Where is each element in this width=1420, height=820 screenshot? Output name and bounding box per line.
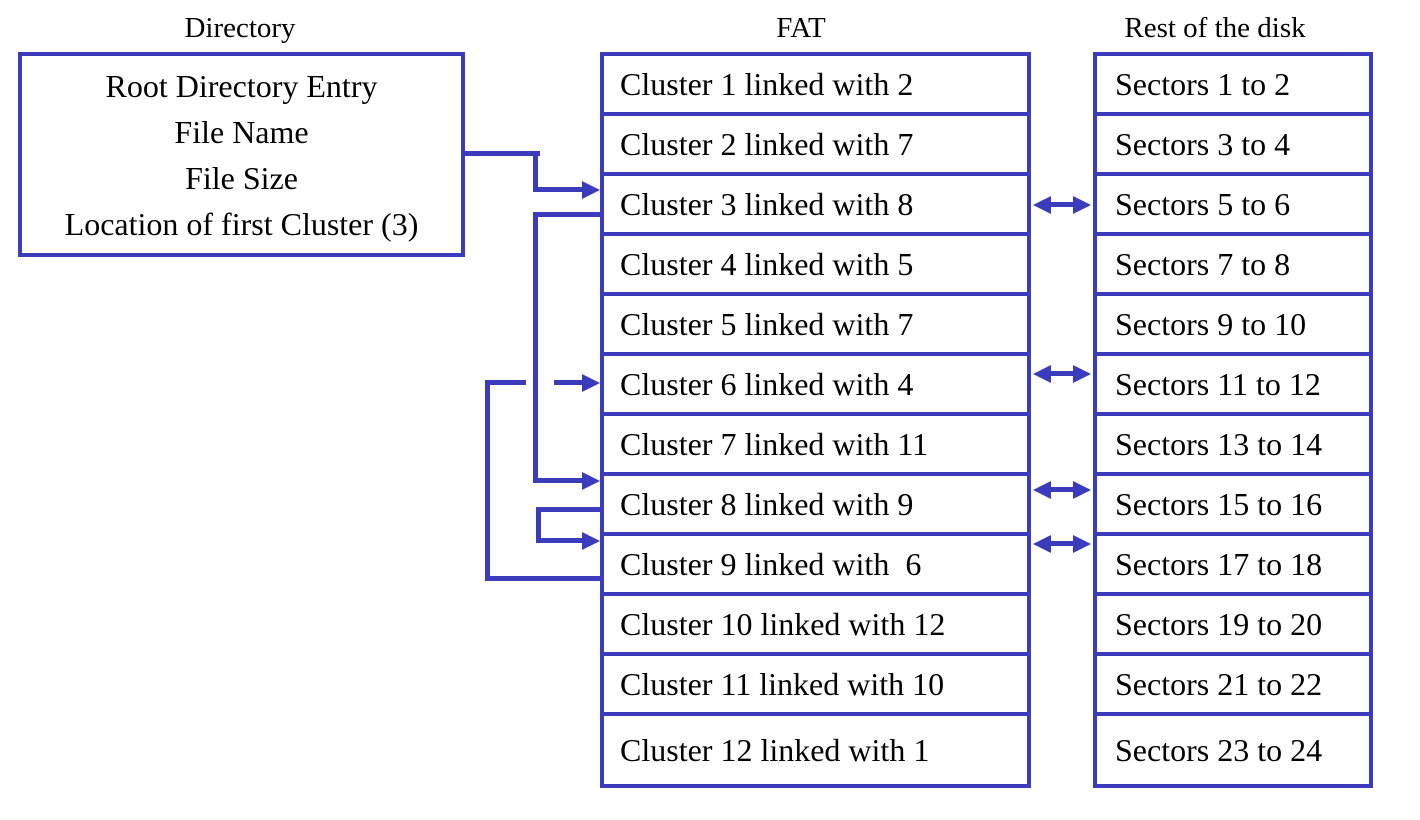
sector-row: Sectors 9 to 10: [1097, 296, 1369, 356]
sector-row: Sectors 23 to 24: [1097, 716, 1369, 784]
sector-row: Sectors 7 to 8: [1097, 236, 1369, 296]
connector-cluster8-to-cluster9-h2: [536, 538, 582, 543]
directory-entry-line: File Name: [174, 113, 309, 150]
directory-entry-line: File Size: [185, 159, 298, 196]
connector-cluster9-to-cluster6-h1: [485, 576, 600, 581]
connector-cluster9-to-cluster6-h2a: [485, 380, 526, 385]
fat-row-label: Cluster 1 linked with 2: [620, 65, 914, 102]
fat-row: Cluster 6 linked with 4: [604, 356, 1027, 416]
fat-row-label: Cluster 6 linked with 4: [620, 365, 914, 402]
sector-row-label: Sectors 1 to 2: [1115, 65, 1291, 102]
sector-row-label: Sectors 17 to 18: [1115, 545, 1323, 582]
sector-row-label: Sectors 5 to 6: [1115, 185, 1291, 222]
sector-row: Sectors 5 to 6: [1097, 176, 1369, 236]
fat-table: Cluster 1 linked with 2 Cluster 2 linked …: [600, 52, 1031, 788]
arrowhead-into-cluster9-icon: [582, 532, 600, 550]
fat-row-label: Cluster 12 linked with 1: [620, 731, 930, 768]
sector-row-label: Sectors 23 to 24: [1115, 731, 1323, 768]
sector-row: Sectors 13 to 14: [1097, 416, 1369, 476]
sector-row: Sectors 21 to 22: [1097, 656, 1369, 716]
double-arrow-left-icon: [1033, 196, 1051, 214]
double-arrow-right-icon: [1073, 196, 1091, 214]
fat-column-title: FAT: [776, 12, 826, 44]
sector-row: Sectors 17 to 18: [1097, 536, 1369, 596]
sector-row-label: Sectors 19 to 20: [1115, 605, 1323, 642]
fat-row-label: Cluster 5 linked with 7: [620, 305, 914, 342]
fat-row: Cluster 1 linked with 2: [604, 56, 1027, 116]
sector-row-label: Sectors 7 to 8: [1115, 245, 1291, 282]
sector-row: Sectors 11 to 12: [1097, 356, 1369, 416]
sector-row-label: Sectors 21 to 22: [1115, 665, 1323, 702]
fat-row-label: Cluster 4 linked with 5: [620, 245, 914, 282]
fat-row: Cluster 11 linked with 10: [604, 656, 1027, 716]
connector-cluster8-to-cluster9-v: [536, 507, 541, 543]
fat-row-label: Cluster 2 linked with 7: [620, 125, 914, 162]
sector-row-label: Sectors 11 to 12: [1115, 365, 1321, 402]
fat-row-label: Cluster 3 linked with 8: [620, 185, 914, 222]
root-directory-entry-box: Root Directory Entry File Name File Size…: [18, 52, 465, 257]
connector-cluster3-to-cluster8-v: [533, 212, 538, 483]
fat-row: Cluster 4 linked with 5: [604, 236, 1027, 296]
sector-row: Sectors 15 to 16: [1097, 476, 1369, 536]
double-arrow-left-icon: [1033, 365, 1051, 383]
double-arrow-line: [1049, 202, 1075, 207]
connector-directory-to-cluster3-v: [533, 151, 538, 192]
double-arrow-left-icon: [1033, 481, 1051, 499]
double-arrow-right-icon: [1073, 535, 1091, 553]
directory-entry-line: Root Directory Entry: [105, 67, 378, 104]
disk-sectors-table: Sectors 1 to 2 Sectors 3 to 4 Sectors 5 to…: [1093, 52, 1373, 788]
fat-row-label: Cluster 8 linked with 9: [620, 485, 914, 522]
sector-row-label: Sectors 9 to 10: [1115, 305, 1307, 342]
fat-row: Cluster 3 linked with 8: [604, 176, 1027, 236]
sector-row: Sectors 3 to 4: [1097, 116, 1369, 176]
connector-directory-to-cluster3-h1: [463, 151, 540, 156]
connector-cluster3-to-cluster8-h1: [533, 212, 600, 217]
double-arrow-line: [1049, 371, 1075, 376]
double-arrow-left-icon: [1033, 535, 1051, 553]
arrowhead-into-cluster6-icon: [582, 374, 600, 392]
arrowhead-into-cluster8-icon: [582, 472, 600, 490]
connector-cluster9-to-cluster6-h2b: [554, 380, 582, 385]
fat-row-label: Cluster 9 linked with 6: [620, 545, 922, 582]
fat-row-label: Cluster 11 linked with 10: [620, 665, 945, 702]
fat-row-label: Cluster 10 linked with 12: [620, 605, 946, 642]
double-arrow-right-icon: [1073, 365, 1091, 383]
connector-cluster9-to-cluster6-v: [485, 380, 490, 581]
connector-cluster3-to-cluster8-h2: [533, 478, 582, 483]
connector-directory-to-cluster3-h2: [533, 187, 582, 192]
sector-row-label: Sectors 13 to 14: [1115, 425, 1323, 462]
directory-entry-line: Location of first Cluster (3): [64, 205, 419, 242]
double-arrow-right-icon: [1073, 481, 1091, 499]
fat-row: Cluster 8 linked with 9: [604, 476, 1027, 536]
fat-row: Cluster 7 linked with 11: [604, 416, 1027, 476]
sector-row: Sectors 19 to 20: [1097, 596, 1369, 656]
double-arrow-line: [1049, 541, 1075, 546]
fat-row: Cluster 12 linked with 1: [604, 716, 1027, 784]
fat-row: Cluster 9 linked with 6: [604, 536, 1027, 596]
fat-row: Cluster 10 linked with 12: [604, 596, 1027, 656]
arrowhead-into-cluster3-icon: [582, 181, 600, 199]
sector-row: Sectors 1 to 2: [1097, 56, 1369, 116]
sector-row-label: Sectors 3 to 4: [1115, 125, 1291, 162]
rest-of-disk-column-title: Rest of the disk: [1124, 12, 1306, 44]
fat-row: Cluster 2 linked with 7: [604, 116, 1027, 176]
double-arrow-line: [1049, 487, 1075, 492]
directory-column-title: Directory: [184, 12, 296, 44]
connector-cluster8-to-cluster9-h1: [536, 507, 600, 512]
sector-row-label: Sectors 15 to 16: [1115, 485, 1323, 522]
fat-row: Cluster 5 linked with 7: [604, 296, 1027, 356]
fat-row-label: Cluster 7 linked with 11: [620, 425, 929, 462]
